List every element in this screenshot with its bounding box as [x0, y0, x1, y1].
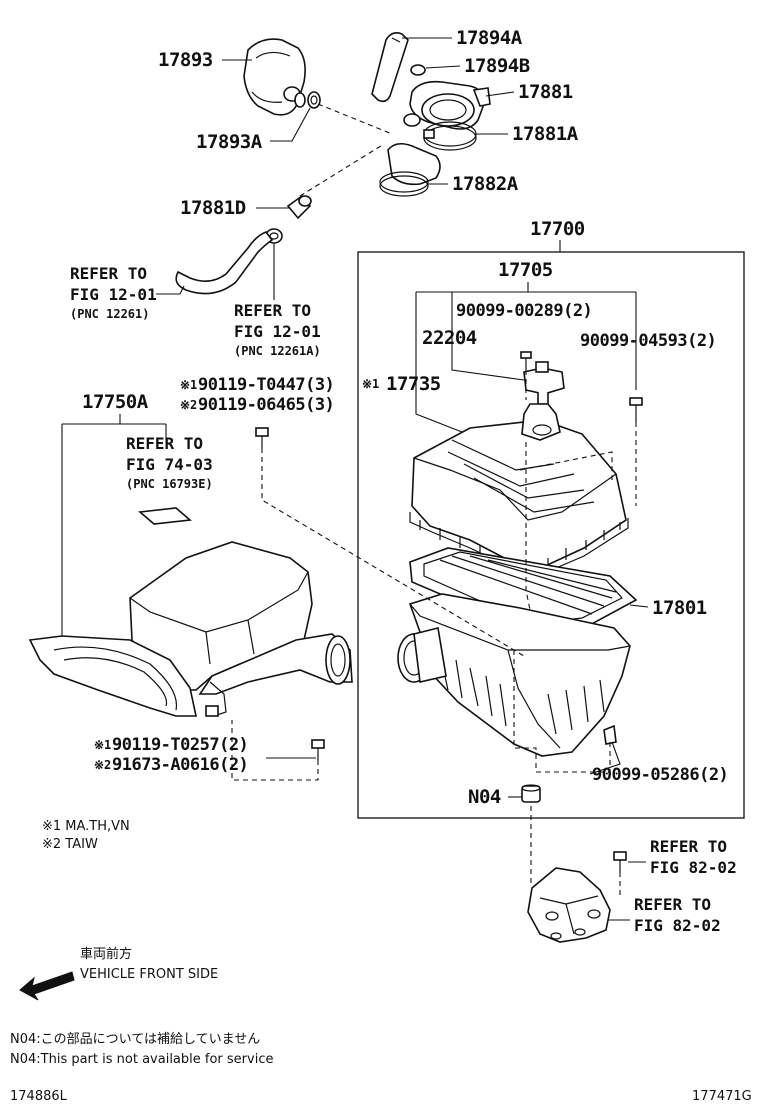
breather-hose: [175, 231, 274, 295]
nipple-17881D: [286, 194, 312, 220]
label-90119-T0257: 90119-T0257(2): [112, 735, 248, 755]
ref-line2: FIG 12-01: [234, 322, 321, 341]
label-17750A: 17750A: [82, 391, 149, 413]
dashed-guide: [261, 448, 525, 657]
clamp-17894B: [410, 64, 426, 76]
grommet-N04: [521, 784, 541, 803]
ref-pnc: (PNC 12261): [70, 307, 149, 321]
label-pad: [138, 507, 192, 525]
leader-line: [589, 741, 621, 775]
diagram-code-left: 174886L: [10, 1089, 68, 1104]
ref-fig-82-02-b[interactable]: REFER TO FIG 82-02: [634, 895, 721, 935]
label-17894A: 17894A: [456, 27, 523, 49]
mark-91673-A0616: ※2: [94, 758, 111, 772]
mark-17735: ※1: [362, 377, 379, 391]
label-17881D: 17881D: [180, 197, 246, 219]
label-91673-A0616: 91673-A0616(2): [112, 755, 248, 775]
cleaner-cap: [409, 403, 629, 581]
hose-17894A: [371, 32, 409, 103]
label-17881A: 17881A: [512, 123, 579, 145]
ref-line1: REFER TO: [234, 301, 311, 320]
leader-line: [270, 107, 311, 142]
ref-line2: FIG 82-02: [634, 916, 721, 935]
note-1: ※1 MA.TH,VN: [42, 819, 130, 834]
n04-note-en: N04:This part is not available for servi…: [10, 1052, 273, 1067]
label-90119-T0447: 90119-T0447(3): [198, 375, 334, 395]
label-17801: 17801: [652, 597, 707, 619]
assembly-frame-17700: [357, 251, 745, 819]
bolt-90119-T0257: [311, 739, 325, 760]
ref-line2: FIG 12-01: [70, 285, 157, 304]
n04-note-jp: N04:この部品については補給していません: [10, 1032, 260, 1047]
ref-line2: FIG 82-02: [650, 858, 737, 877]
ref-fig-12-01-b[interactable]: REFER TO FIG 12-01 (PNC 12261A): [234, 301, 321, 358]
dashed-guide: [525, 370, 531, 611]
ref-pnc: (PNC 16793E): [126, 477, 213, 491]
label-17882A: 17882A: [452, 173, 519, 195]
ref-line1: REFER TO: [126, 434, 203, 453]
ref-fig-74-03[interactable]: REFER TO FIG 74-03 (PNC 16793E): [126, 434, 213, 491]
label-17705: 17705: [498, 259, 553, 281]
note-2: ※2 TAIW: [42, 837, 98, 852]
label-90119-06465: 90119-06465(3): [198, 395, 334, 415]
ref-line2: FIG 74-03: [126, 455, 213, 474]
ref-line1: REFER TO: [634, 895, 711, 914]
label-22204: 22204: [422, 327, 477, 349]
leader-line: [485, 91, 515, 97]
leader-line: [415, 282, 637, 433]
leader-line: [156, 285, 185, 295]
ref-fig-82-02-a[interactable]: REFER TO FIG 82-02: [650, 837, 737, 877]
inlet-duct-17750A: [28, 541, 353, 717]
dashed-guide: [299, 143, 385, 197]
ref-line1: REFER TO: [650, 837, 727, 856]
dashed-guide: [513, 650, 611, 773]
filter-element-17801: [409, 547, 638, 635]
ref-pnc: (PNC 12261A): [234, 344, 321, 358]
mark-90119-06465: ※2: [180, 398, 197, 412]
diagram-code-right: 177471G: [692, 1089, 752, 1104]
sensor-22204: [523, 361, 565, 405]
dashed-guide: [519, 451, 613, 480]
resonator-17893: [243, 38, 306, 116]
ref-line1: REFER TO: [70, 264, 147, 283]
clamp-17881A: [403, 113, 477, 151]
clamp-17882A: [379, 142, 441, 197]
bolt-90119-T0447: [255, 427, 269, 448]
label-N04: N04: [468, 786, 501, 808]
label-17735: 17735: [386, 373, 441, 395]
label-17881: 17881: [518, 81, 573, 103]
mark-90119-T0447: ※1: [180, 378, 197, 392]
leader-line: [425, 65, 461, 69]
bolt-bracket: [613, 851, 627, 872]
screw-90099-00289: [520, 351, 532, 370]
leader-line: [61, 414, 167, 636]
cleaner-case: [397, 593, 631, 757]
label-90099-05286: 90099-05286(2): [592, 765, 728, 785]
mark-90119-T0257: ※1: [94, 738, 111, 752]
arrow-left-icon: [19, 971, 75, 1001]
label-90099-00289: 90099-00289(2): [456, 301, 592, 321]
label-17894B: 17894B: [464, 55, 530, 77]
label-17893A: 17893A: [196, 131, 263, 153]
label-17893: 17893: [158, 49, 213, 71]
ref-fig-12-01-a[interactable]: REFER TO FIG 12-01 (PNC 12261): [70, 264, 157, 321]
dashed-guide: [231, 720, 319, 781]
front-label-en: VEHICLE FRONT SIDE: [80, 967, 218, 982]
screw-90099-04593: [629, 397, 643, 422]
front-label-jp: 車両前方: [80, 946, 132, 962]
grommet-17893A: [307, 91, 321, 109]
leader-line: [629, 604, 649, 608]
mount-bracket: [527, 867, 611, 943]
dashed-guide: [317, 103, 393, 135]
label-90099-04593: 90099-04593(2): [580, 331, 716, 351]
intake-connector-17881: [409, 80, 491, 130]
label-17700: 17700: [530, 218, 585, 240]
